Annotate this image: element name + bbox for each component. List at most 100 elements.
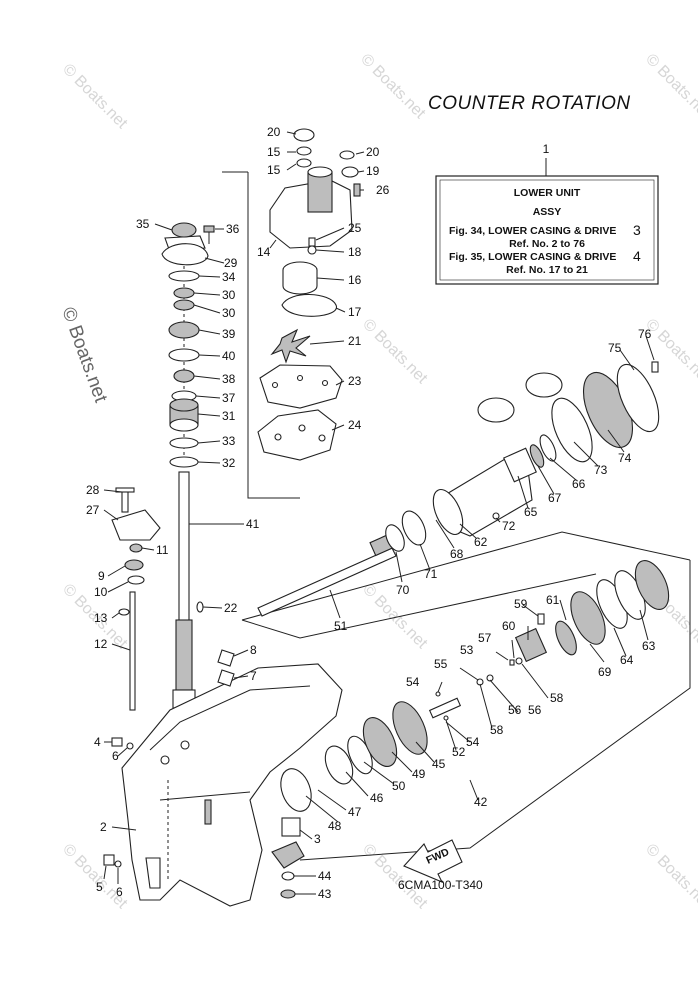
callout: 68 bbox=[450, 547, 464, 561]
callout: 57 bbox=[478, 631, 492, 645]
callout: 28 bbox=[86, 483, 100, 497]
fasteners bbox=[103, 601, 235, 868]
info-box-line3: Fig. 34, LOWER CASING & DRIVE bbox=[449, 225, 616, 237]
drive-shaft-group bbox=[161, 222, 215, 713]
callout: 62 bbox=[474, 535, 488, 549]
callout: 49 bbox=[412, 767, 426, 781]
watermark-1: © Boats.net bbox=[59, 61, 131, 133]
watermark-4: © Boats.net bbox=[359, 316, 431, 388]
callout: 34 bbox=[222, 270, 236, 284]
callout: 69 bbox=[598, 665, 612, 679]
callout: 71 bbox=[424, 567, 438, 581]
info-box-line5: Fig. 35, LOWER CASING & DRIVE bbox=[449, 251, 616, 263]
callout: 22 bbox=[224, 601, 238, 615]
callout: 12 bbox=[94, 637, 108, 651]
watermark-3: © Boats.net bbox=[642, 51, 698, 123]
callout: 15 bbox=[267, 163, 281, 177]
callout: 31 bbox=[222, 409, 236, 423]
shift-rod-group bbox=[111, 487, 161, 711]
callout: 23 bbox=[348, 374, 362, 388]
watermark-11: © Boats.net bbox=[642, 841, 698, 913]
callout: 13 bbox=[94, 611, 108, 625]
watermark-2: © Boats.net bbox=[357, 51, 429, 123]
callout: 32 bbox=[222, 456, 236, 470]
callout: 72 bbox=[502, 519, 516, 533]
fwd-arrow: FWD bbox=[403, 839, 463, 884]
callout: 37 bbox=[222, 391, 236, 405]
callout: 73 bbox=[594, 463, 608, 477]
callout: 39 bbox=[222, 327, 236, 341]
callout: 60 bbox=[502, 619, 516, 633]
callout: 58 bbox=[490, 723, 504, 737]
callout: 6 bbox=[116, 885, 123, 899]
callout: 30 bbox=[222, 288, 236, 302]
callout: 25 bbox=[348, 221, 362, 235]
callout: 45 bbox=[432, 757, 446, 771]
callout: 42 bbox=[474, 795, 488, 809]
callout: 46 bbox=[370, 791, 384, 805]
callout: 40 bbox=[222, 349, 236, 363]
callout: 53 bbox=[460, 643, 474, 657]
callout: 48 bbox=[328, 819, 342, 833]
callout: 52 bbox=[452, 745, 466, 759]
info-box-ref-number: 1 bbox=[543, 142, 550, 156]
callout: 38 bbox=[222, 372, 236, 386]
callout: 33 bbox=[222, 434, 236, 448]
callout: 59 bbox=[514, 597, 528, 611]
callout: 75 bbox=[608, 341, 622, 355]
callout: 36 bbox=[226, 222, 240, 236]
callout: 35 bbox=[136, 217, 150, 231]
info-box-line3-num: 3 bbox=[633, 222, 641, 238]
callout: 55 bbox=[434, 657, 448, 671]
callout: 5 bbox=[96, 880, 103, 894]
callout: 6 bbox=[112, 749, 119, 763]
callout: 56 bbox=[508, 703, 522, 717]
gear-train-group bbox=[271, 560, 670, 899]
callout: 20 bbox=[366, 145, 380, 159]
callout: 19 bbox=[366, 164, 380, 178]
callout: 54 bbox=[466, 735, 480, 749]
callout: 58 bbox=[550, 691, 564, 705]
callout: 16 bbox=[348, 273, 362, 287]
info-box-line6: Ref. No. 17 to 21 bbox=[506, 264, 588, 276]
callout: 70 bbox=[396, 583, 410, 597]
callout: 44 bbox=[318, 869, 332, 883]
callout: 47 bbox=[348, 805, 362, 819]
callout: 29 bbox=[224, 256, 238, 270]
callout: 21 bbox=[348, 334, 362, 348]
info-box-line2: ASSY bbox=[533, 206, 562, 218]
callout: 15 bbox=[267, 145, 281, 159]
info-box-line4: Ref. No. 2 to 76 bbox=[509, 238, 585, 250]
callout: 14 bbox=[257, 245, 271, 259]
diagram-code: 6CMA100-T340 bbox=[398, 878, 483, 892]
callout: 66 bbox=[572, 477, 586, 491]
callout: 8 bbox=[250, 643, 257, 657]
diagram-title: COUNTER ROTATION bbox=[428, 93, 631, 114]
callout: 11 bbox=[156, 543, 169, 557]
callout: 54 bbox=[406, 675, 420, 689]
callout: 4 bbox=[94, 735, 101, 749]
leader-lines bbox=[103, 131, 655, 895]
callout: 2 bbox=[100, 820, 107, 834]
callout: 7 bbox=[250, 669, 257, 683]
callout: 9 bbox=[98, 569, 105, 583]
callout: 18 bbox=[348, 245, 362, 259]
side-watermark: © Boats.net bbox=[57, 305, 111, 406]
watermark-9: © Boats.net bbox=[59, 841, 131, 913]
callout: 74 bbox=[618, 451, 632, 465]
water-pump-group bbox=[257, 128, 361, 461]
callout: 76 bbox=[638, 327, 652, 341]
callout: 17 bbox=[348, 305, 362, 319]
callout: 61 bbox=[546, 593, 560, 607]
lower-casing bbox=[121, 663, 343, 907]
callout: 64 bbox=[620, 653, 634, 667]
callout: 30 bbox=[222, 306, 236, 320]
callout: 41 bbox=[246, 517, 260, 531]
bearing-housing-group bbox=[432, 361, 660, 537]
propeller-shaft bbox=[257, 510, 427, 617]
callout: 56 bbox=[528, 703, 542, 717]
callout: 26 bbox=[376, 183, 390, 197]
callout: 43 bbox=[318, 887, 332, 901]
